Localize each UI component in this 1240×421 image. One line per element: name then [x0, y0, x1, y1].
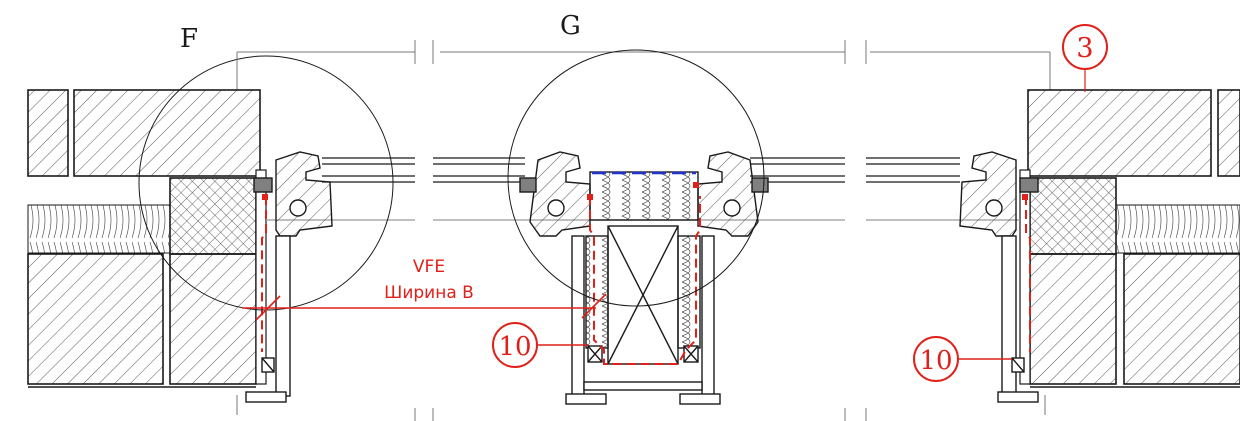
annotation-code: VFE [413, 257, 445, 277]
seal-points [262, 182, 1028, 200]
right-wall [1019, 89, 1240, 388]
detail-label-f: F [180, 24, 198, 54]
left-frame-profile [245, 151, 333, 403]
right-frame-profile [959, 151, 1039, 403]
ref-bubble-10-right [913, 336, 959, 382]
left-wall [27, 89, 267, 388]
ref-bubble-10-center [492, 322, 538, 368]
seal-lines [261, 196, 1031, 365]
ref-number-3: 3 [1076, 33, 1093, 64]
reference-lines [236, 40, 1051, 421]
detail-label-g: G [560, 11, 581, 41]
annotation-leaders [242, 70, 1086, 360]
ref-bubble-3 [1062, 24, 1108, 70]
detail-circle-g [507, 49, 765, 307]
ref-number-10-center: 10 [498, 332, 531, 362]
ref-number-10-right: 10 [919, 346, 952, 376]
center-mullion [519, 151, 769, 405]
annotation-width: Ширина B [384, 283, 474, 303]
